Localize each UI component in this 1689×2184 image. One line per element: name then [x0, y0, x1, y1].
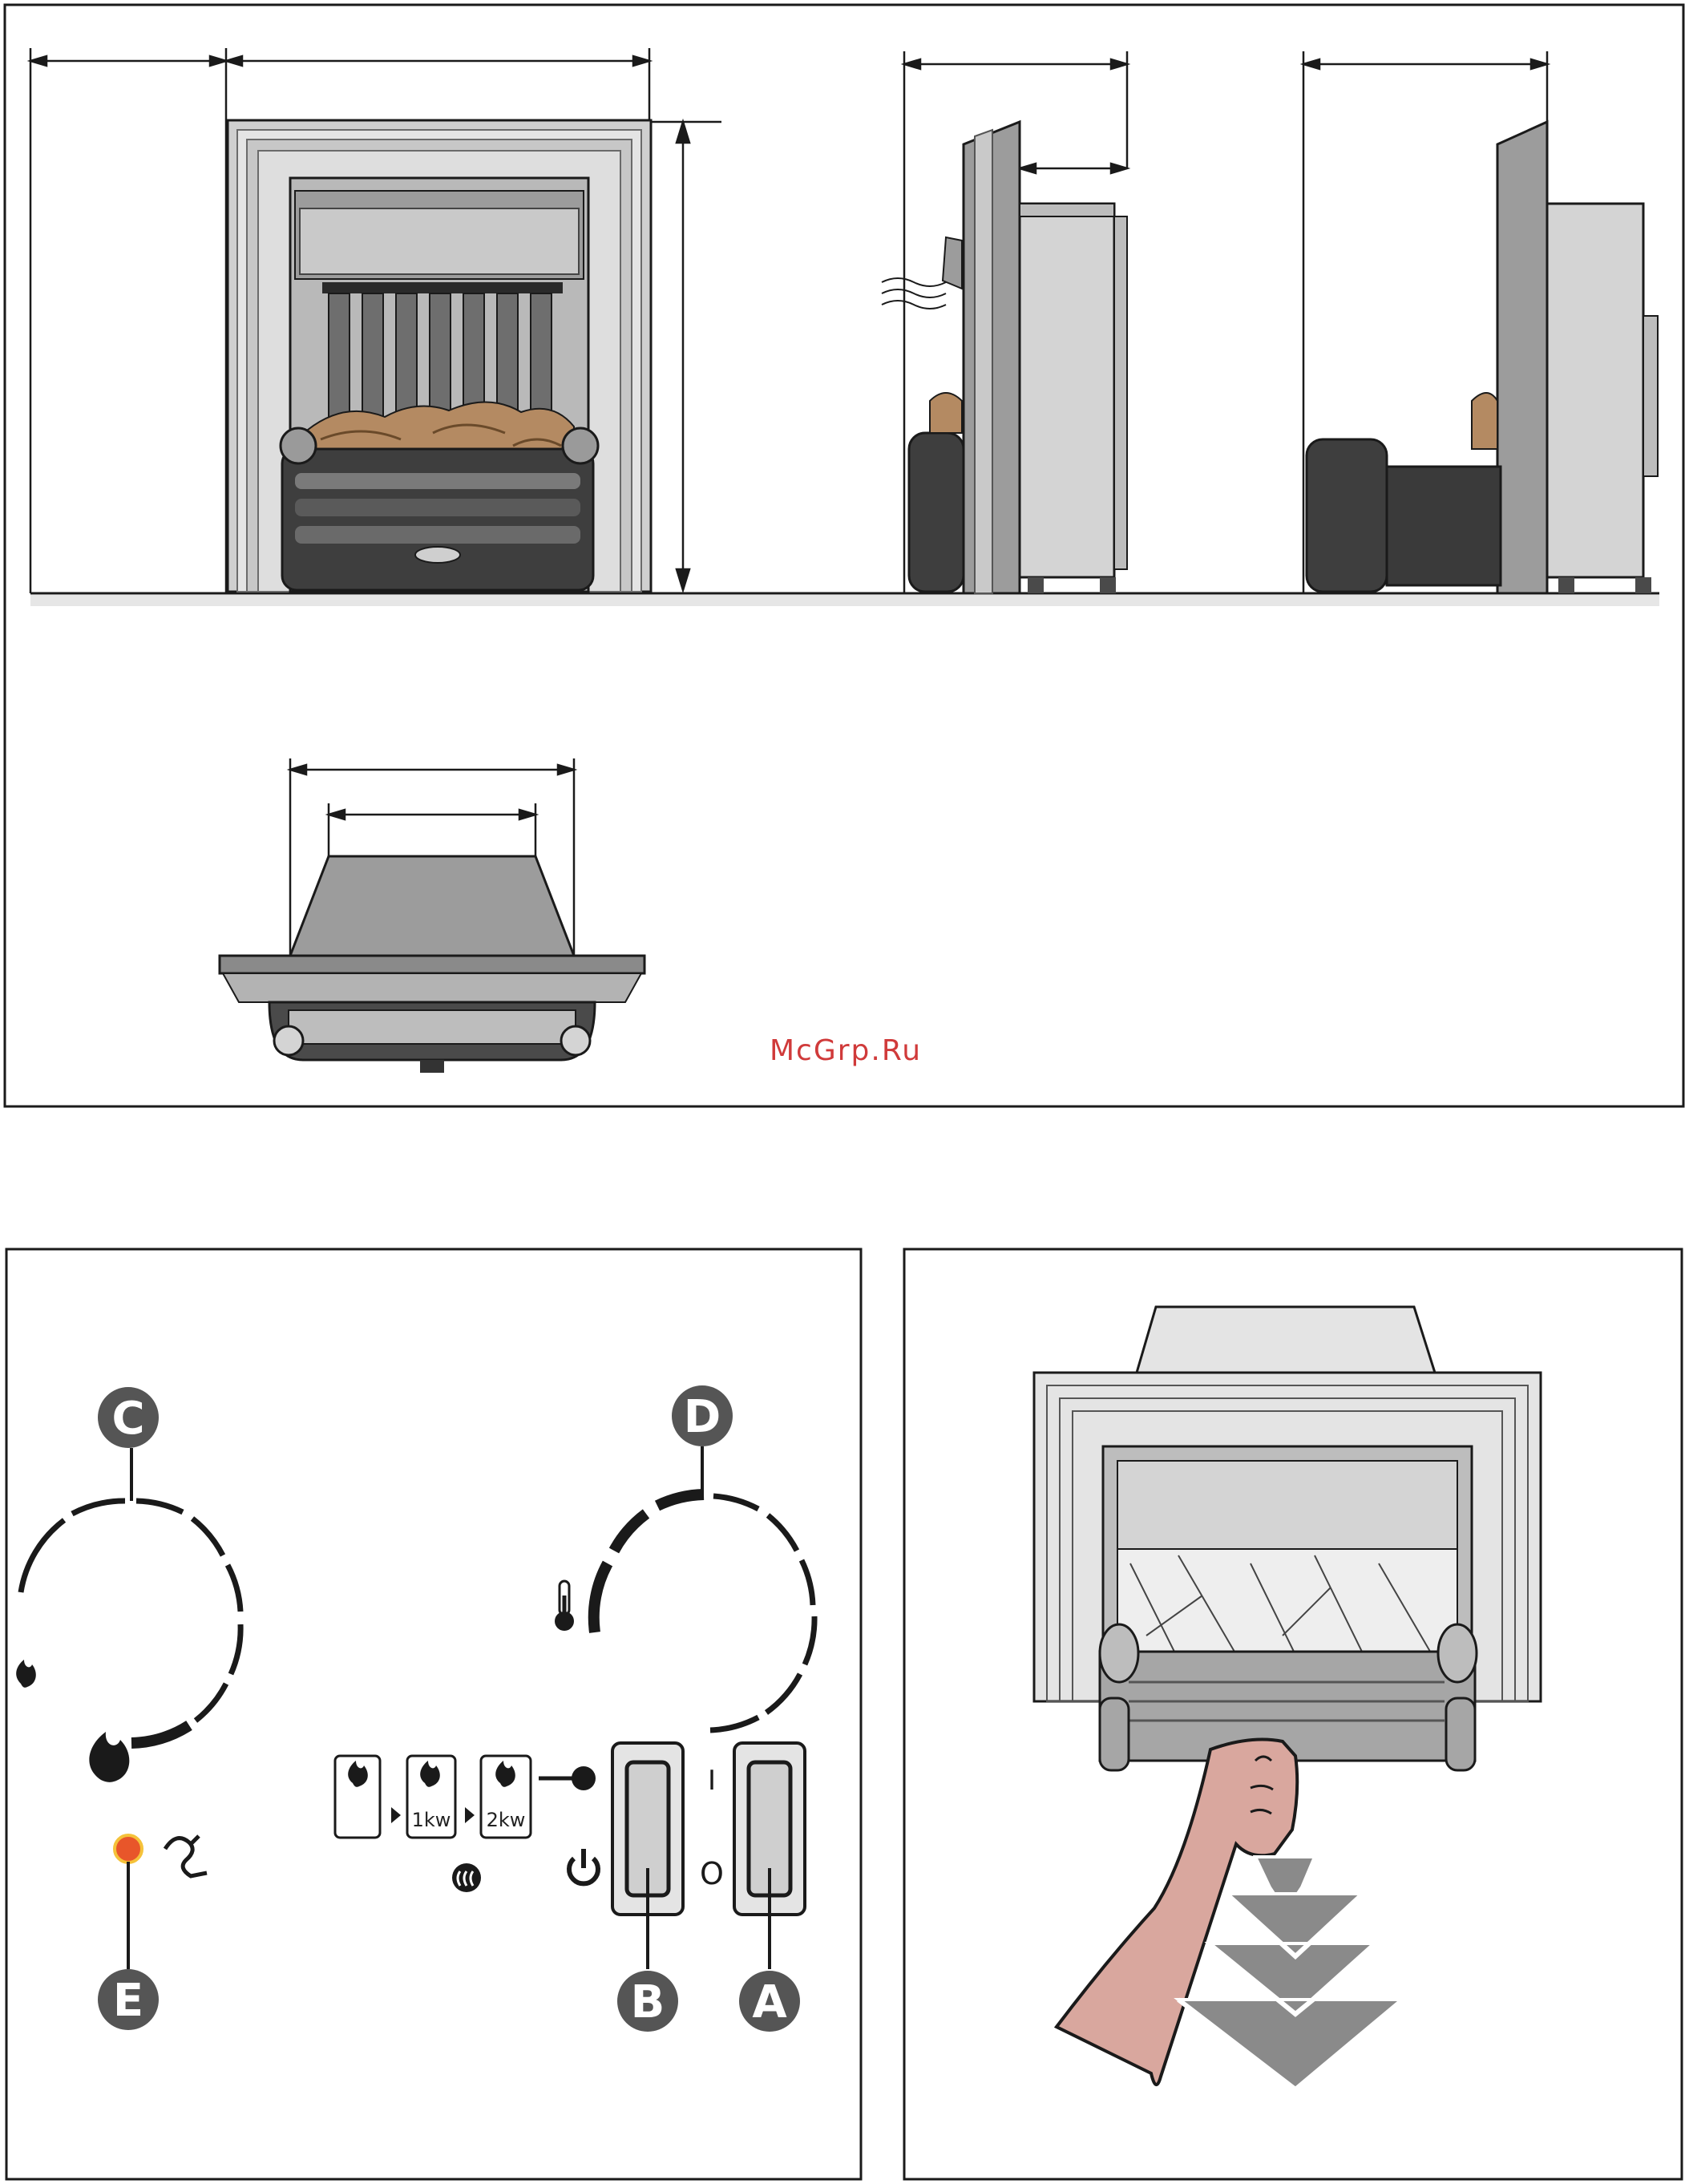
svg-text:1kw: 1kw — [412, 1809, 451, 1831]
thermostat-dial-d[interactable] — [594, 1446, 814, 1730]
heat-setting-2kw[interactable]: 2kw — [481, 1756, 531, 1838]
callout-b-label: B — [631, 1976, 665, 2028]
callout-c-label: C — [111, 1393, 144, 1445]
power-icon — [569, 1849, 598, 1883]
on-mark: I — [708, 1765, 716, 1797]
reset-hook-icon — [165, 1836, 207, 1876]
indicator-light — [115, 1835, 142, 1862]
flame-icon — [16, 1660, 36, 1688]
callout-a-label: A — [752, 1976, 787, 2028]
fret-removal-figure — [904, 1249, 1682, 2179]
flame-dial-c[interactable] — [21, 1448, 240, 1743]
svg-text:2kw: 2kw — [487, 1809, 526, 1831]
off-mark: O — [700, 1856, 724, 1891]
flame-icon — [89, 1732, 129, 1782]
side-view-installed — [882, 51, 1127, 593]
top-view-fireplace — [220, 758, 644, 1073]
floor-shadow — [30, 595, 1659, 606]
step-arrow — [465, 1807, 475, 1823]
heat-setting-1kw[interactable]: 1kw — [407, 1756, 455, 1838]
side-view-extended — [1303, 51, 1658, 593]
front-view-fireplace — [228, 120, 651, 592]
watermark: McGrp.Ru — [770, 1034, 922, 1067]
selector-dot — [572, 1766, 596, 1790]
step-arrow — [391, 1807, 401, 1823]
heat-setting-off[interactable] — [335, 1756, 380, 1838]
callout-e-label: E — [113, 1975, 143, 2027]
thermometer-icon — [555, 1581, 574, 1631]
dimension-figure — [5, 5, 1683, 1106]
heat-wave-icon — [452, 1863, 481, 1892]
control-panel-figure: C E D — [6, 1249, 861, 2179]
callout-d-label: D — [684, 1391, 721, 1443]
